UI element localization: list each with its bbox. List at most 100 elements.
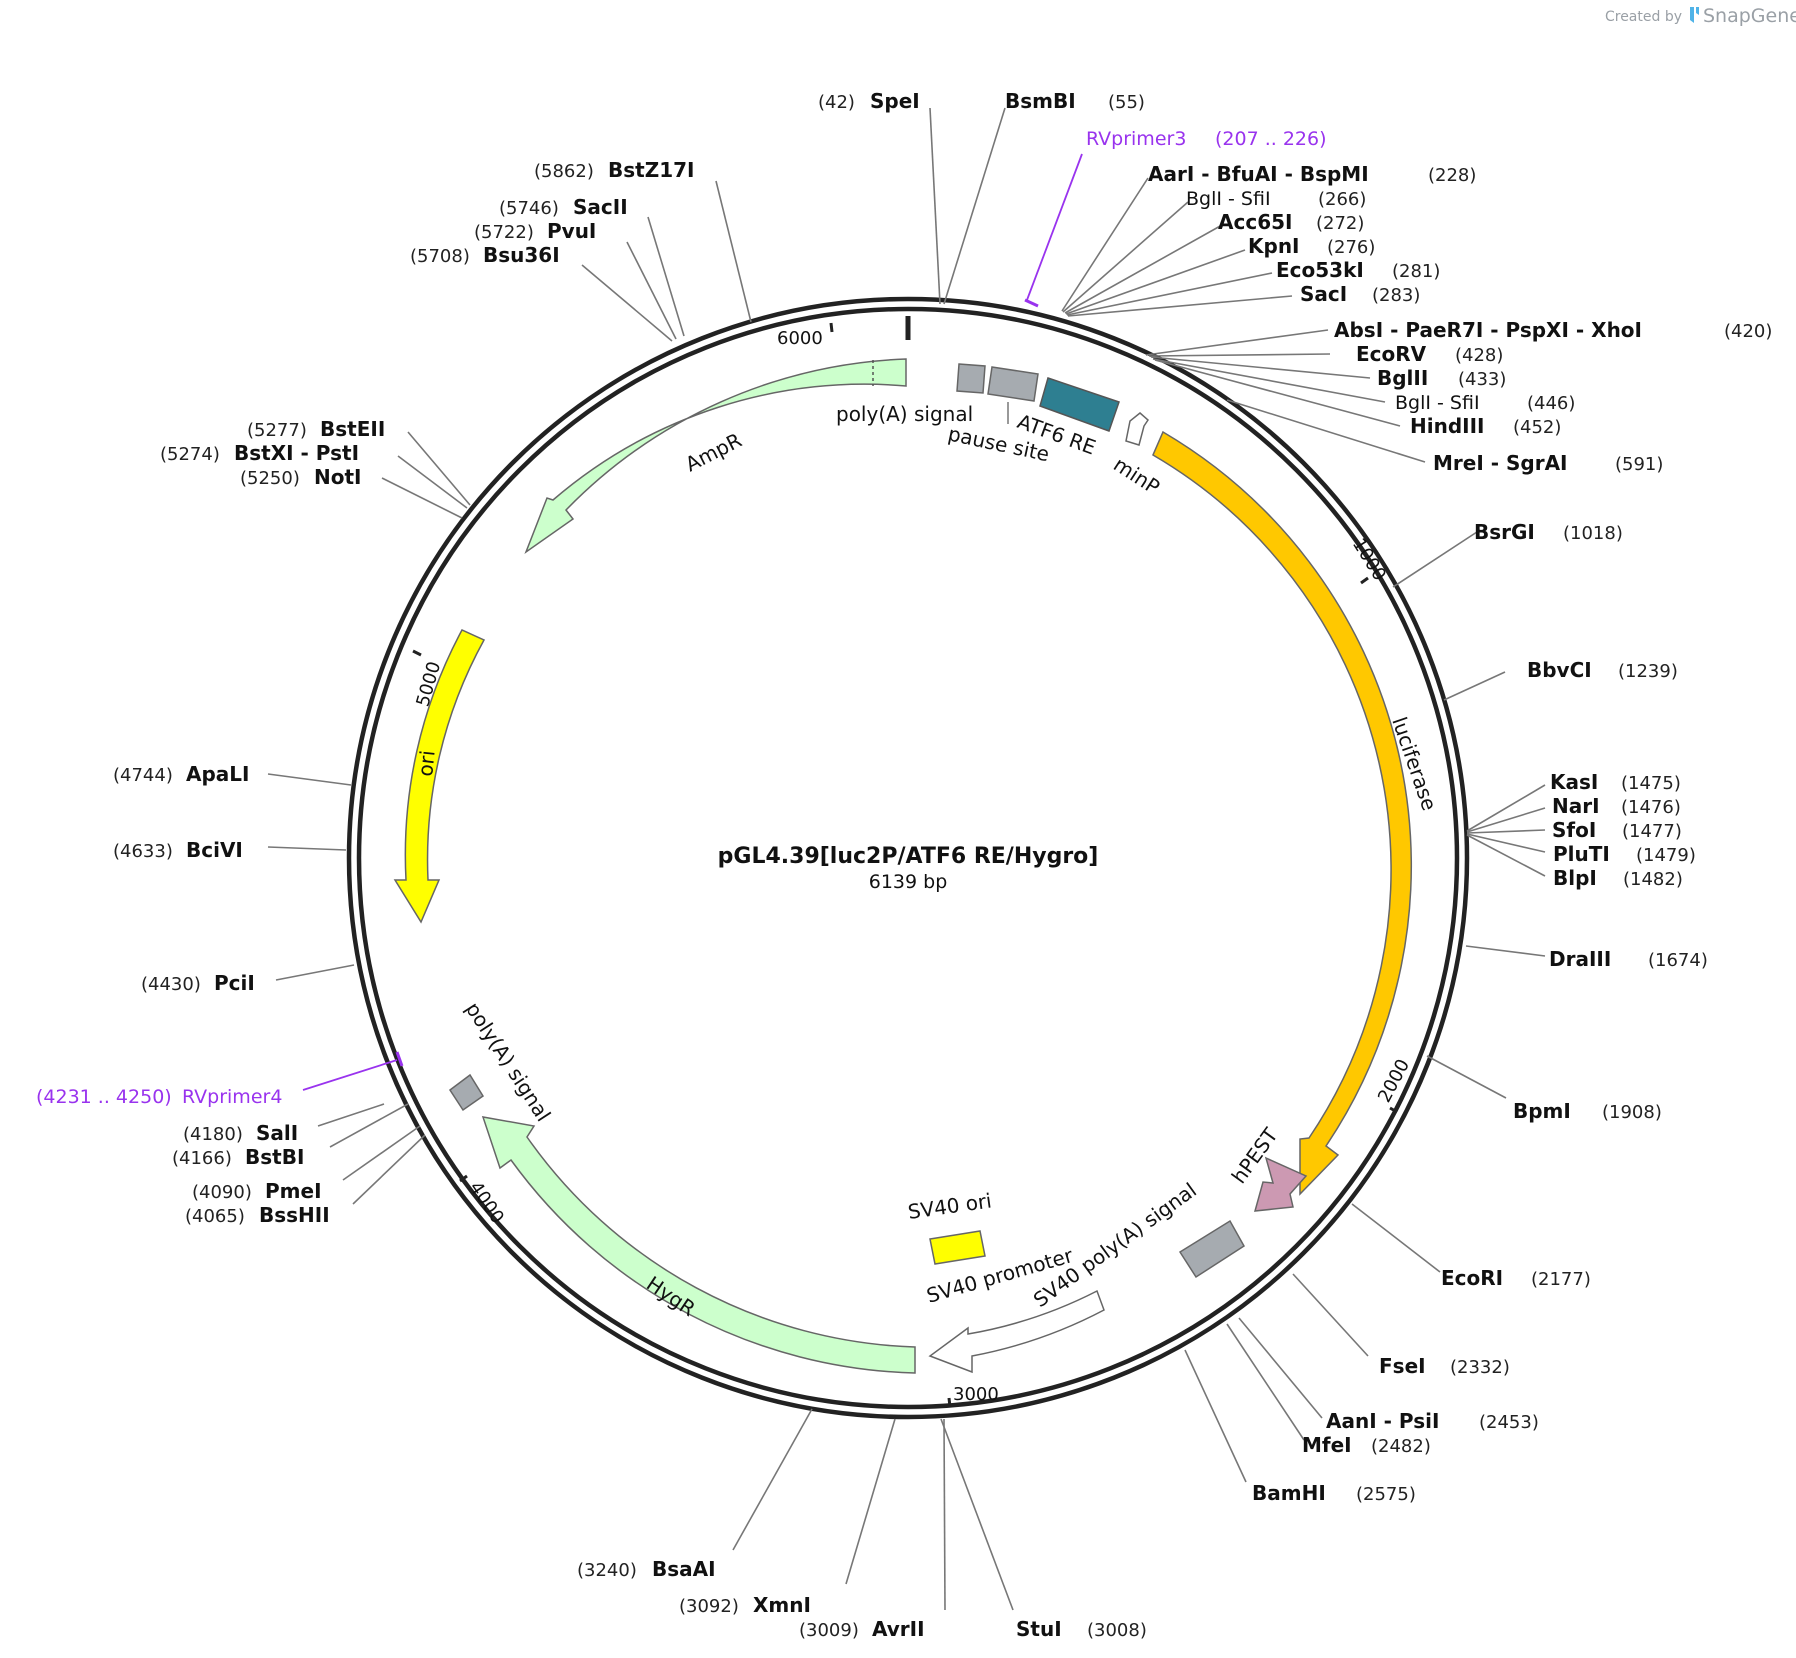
site-name-blpi[interactable]: BlpI (1553, 866, 1597, 890)
primers: RVprimer3 (207 .. 226) (4231 .. 4250) RV… (36, 128, 1327, 1108)
tick-3000 (947, 1397, 952, 1408)
site-name-bsu36i[interactable]: Bsu36I (483, 243, 560, 267)
leader-pluti (1466, 833, 1546, 853)
site-name-stui[interactable]: StuI (1016, 1617, 1062, 1641)
site-name-bstz17i[interactable]: BstZ17I (608, 158, 694, 182)
site-pos-bbvci: (1239) (1618, 661, 1678, 682)
site-name-bsmbi[interactable]: BsmBI (1005, 89, 1076, 113)
minp-arrow[interactable] (1125, 412, 1149, 446)
site-pos-stui: (3008) (1087, 1620, 1147, 1641)
tick-label-4000: 4000 (465, 1178, 508, 1228)
site-pos-mfei: (2482) (1371, 1436, 1431, 1457)
ampr-arrow[interactable] (524, 358, 907, 555)
sv40-ori-box[interactable] (929, 1230, 986, 1265)
snapgene-logo-icon (1690, 7, 1699, 23)
site-pos-spei: (42) (818, 92, 855, 113)
site-pos-xmni: (3092) (679, 1596, 739, 1617)
sv40-polya-box[interactable] (1178, 1219, 1245, 1279)
site-pos-pcii: (4430) (141, 974, 201, 995)
site-pos-kpni: (276) (1327, 237, 1375, 258)
site-pos-apali: (4744) (113, 765, 173, 786)
leader-aari (1061, 177, 1149, 312)
site-name-apali[interactable]: ApaLI (186, 762, 249, 786)
polya-lower-box[interactable] (448, 1073, 485, 1112)
site-name-aari[interactable]: AarI - BfuAI - BspMI (1148, 162, 1369, 186)
tick-label-3000: 3000 (953, 1384, 999, 1405)
site-name-bgli-1[interactable]: BglI - SfiI (1186, 188, 1271, 210)
leader-hindiii (1154, 359, 1401, 427)
site-name-bsaai[interactable]: BsaAI (652, 1557, 716, 1581)
credit-text: Created by (1605, 9, 1682, 25)
site-name-aani[interactable]: AanI - PsiI (1326, 1409, 1439, 1433)
site-name-eco53ki[interactable]: Eco53kI (1276, 258, 1364, 282)
site-pos-sfoi: (1477) (1622, 821, 1682, 842)
site-name-pvui[interactable]: PvuI (547, 219, 596, 243)
site-name-ecori[interactable]: EcoRI (1441, 1266, 1503, 1290)
site-name-bsteii[interactable]: BstEII (320, 417, 385, 441)
site-name-bsshii[interactable]: BssHII (259, 1203, 330, 1227)
ori-arrow[interactable] (393, 629, 486, 924)
hpest-arrow[interactable] (1253, 1156, 1308, 1212)
leader-bsrgi (1392, 529, 1481, 588)
leader-kpni (1065, 249, 1246, 315)
site-name-bsrgi[interactable]: BsrGI (1474, 520, 1535, 544)
site-name-sali[interactable]: SalI (256, 1121, 298, 1145)
site-name-pluti[interactable]: PluTI (1553, 842, 1610, 866)
site-name-bglii[interactable]: BglII (1377, 366, 1428, 390)
leader-blpi (1466, 834, 1546, 877)
site-name-hindiii[interactable]: HindIII (1410, 414, 1484, 438)
site-name-bcivi[interactable]: BciVI (186, 838, 243, 862)
site-name-nari[interactable]: NarI (1552, 794, 1600, 818)
credit-brand: SnapGene (1703, 5, 1796, 27)
site-name-kasi[interactable]: KasI (1550, 770, 1598, 794)
plasmid-name: pGL4.39[luc2P/ATF6 RE/Hygro] (718, 844, 1099, 869)
site-name-fsei[interactable]: FseI (1379, 1354, 1426, 1378)
site-name-mrei[interactable]: MreI - SgrAI (1433, 451, 1568, 475)
site-name-absi[interactable]: AbsI - PaeR7I - PspXI - XhoI (1334, 318, 1642, 342)
site-name-spei[interactable]: SpeI (870, 89, 920, 113)
site-name-bamhi[interactable]: BamHI (1252, 1481, 1326, 1505)
site-name-bstbi[interactable]: BstBI (245, 1145, 304, 1169)
site-name-avrii[interactable]: AvrII (872, 1617, 925, 1641)
leader-fsei (1292, 1273, 1369, 1357)
leader-bstxi (397, 455, 468, 509)
site-pos-eco53ki: (281) (1392, 261, 1440, 282)
site-pos-fsei: (2332) (1450, 1357, 1510, 1378)
site-name-draiii[interactable]: DraIII (1549, 947, 1611, 971)
pause-site-box-2[interactable] (987, 366, 1039, 402)
site-pos-bgli-2: (446) (1527, 393, 1575, 414)
site-name-acc65i[interactable]: Acc65I (1218, 210, 1292, 234)
site-name-sfoi[interactable]: SfoI (1552, 818, 1596, 842)
leader-mfei (1226, 1323, 1305, 1441)
site-name-mfei[interactable]: MfeI (1302, 1433, 1352, 1457)
leader-bgli-2 (1152, 358, 1386, 403)
site-name-bbvci[interactable]: BbvCI (1527, 658, 1592, 682)
leader-bsu36i (581, 264, 673, 342)
leader-bsshii (352, 1134, 426, 1205)
leader-ecori (1351, 1203, 1441, 1273)
site-name-sacii[interactable]: SacII (573, 195, 628, 219)
site-pos-blpi: (1482) (1623, 869, 1683, 890)
leader-bgli-1 (1062, 201, 1189, 313)
ampr-label: AmpR (681, 428, 745, 477)
leader-bglii (1150, 356, 1371, 379)
site-name-pcii[interactable]: PciI (214, 971, 255, 995)
pause-site-box-1[interactable] (956, 363, 986, 394)
site-name-noti[interactable]: NotI (314, 465, 361, 489)
site-name-bgli-2[interactable]: BglI - SfiI (1395, 392, 1480, 414)
atf6-re-box[interactable] (1039, 377, 1120, 432)
site-name-pmei[interactable]: PmeI (265, 1179, 322, 1203)
site-name-bstxi[interactable]: BstXI - PstI (234, 441, 359, 465)
backbone (346, 296, 1470, 1420)
tick-2000 (1389, 1106, 1398, 1114)
site-name-saci[interactable]: SacI (1300, 282, 1347, 306)
site-name-xmni[interactable]: XmnI (753, 1593, 811, 1617)
site-name-ecorv[interactable]: EcoRV (1356, 342, 1427, 366)
site-name-kpni[interactable]: KpnI (1248, 234, 1300, 258)
snapgene-credit[interactable]: Created by SnapGene (1605, 5, 1796, 27)
hygr-arrow[interactable] (481, 1116, 916, 1374)
tick-label-6000: 6000 (777, 328, 823, 349)
luciferase-arrow[interactable] (1152, 430, 1413, 1196)
sv40-promoter-arrow[interactable] (928, 1289, 1105, 1374)
site-name-bpmi[interactable]: BpmI (1513, 1099, 1571, 1123)
